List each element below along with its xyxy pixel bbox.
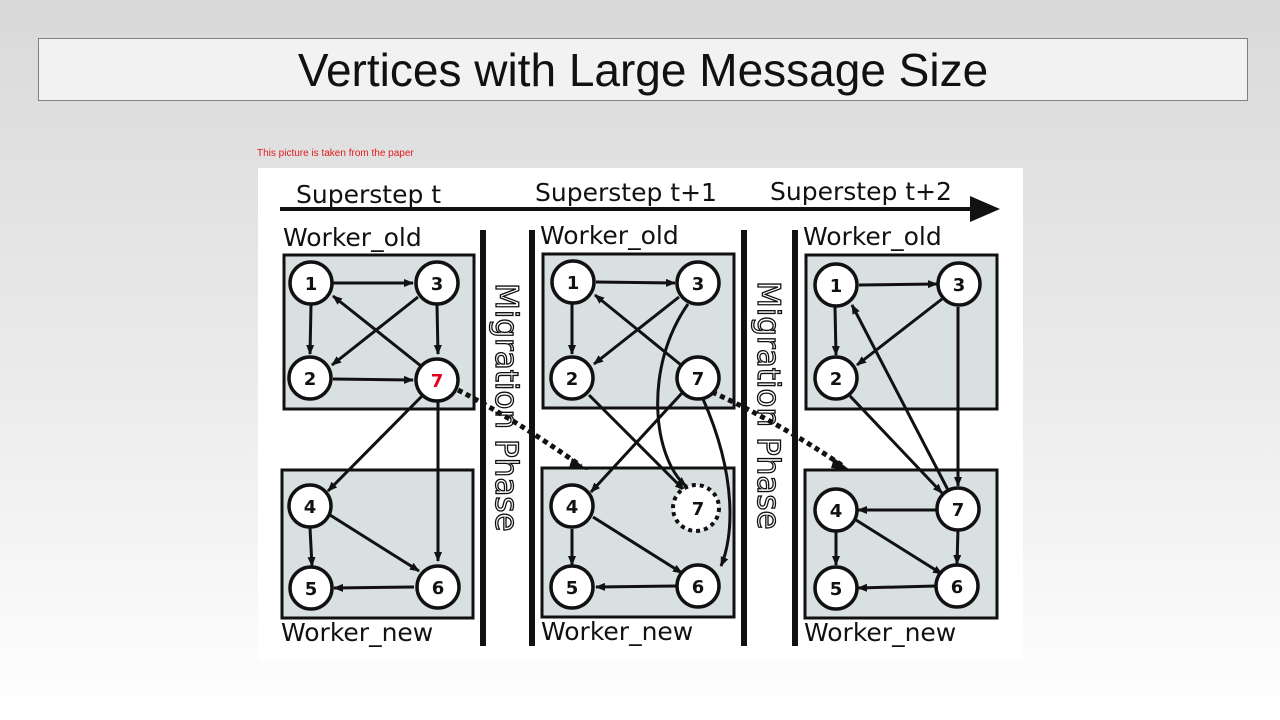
vertex-label: 4 xyxy=(566,497,579,518)
vertex-label: 2 xyxy=(304,369,317,390)
vertex-6-t2: 6 xyxy=(934,563,980,609)
vertex-label: 4 xyxy=(830,501,843,522)
superstep-label-t2: Superstep t+2 xyxy=(770,177,952,206)
vertex-2-t1: 2 xyxy=(549,355,595,401)
source-note: This picture is taken from the paper xyxy=(257,148,414,159)
vertex-label: 6 xyxy=(692,577,705,598)
migration-arrowhead-2 xyxy=(831,458,850,470)
vertex-1-t1: 1 xyxy=(550,259,596,305)
vertex-label: 5 xyxy=(305,579,318,600)
superstep-label-t1: Superstep t+1 xyxy=(535,178,717,207)
superstep-label-t: Superstep t xyxy=(296,180,441,209)
vertex-4-t: 4 xyxy=(287,483,333,529)
vertex-label: 3 xyxy=(692,274,705,295)
worker-old-label-3: Worker_old xyxy=(803,222,942,251)
vertex-6-t: 6 xyxy=(415,564,461,610)
vertex-label: 3 xyxy=(953,275,966,296)
migration-diagram: Superstep t Superstep t+1 Superstep t+2 … xyxy=(258,168,1023,660)
migration-arrow-2 xyxy=(710,389,845,469)
title-box: Vertices with Large Message Size xyxy=(38,38,1248,101)
vertex-7-t1: 7 xyxy=(675,355,721,401)
vertex-label: 5 xyxy=(830,579,843,600)
vertex-5-t: 5 xyxy=(288,565,334,611)
worker-new-label-3: Worker_new xyxy=(804,618,956,647)
vertex-label: 2 xyxy=(566,369,579,390)
vertex-label: 4 xyxy=(304,497,317,518)
vertex-label: 7 xyxy=(692,499,705,520)
vertex-label: 1 xyxy=(567,273,580,294)
worker-old-label-2: Worker_old xyxy=(540,221,679,250)
vertex-6-t1: 6 xyxy=(675,563,721,609)
timeline-arrowhead xyxy=(970,196,1000,222)
vertex-label: 1 xyxy=(305,274,318,295)
slide-title: Vertices with Large Message Size xyxy=(297,43,989,96)
vertex-2-t2: 2 xyxy=(813,355,859,401)
vertex-7-placeholder-t1: 7 xyxy=(671,483,721,533)
vertex-2-t: 2 xyxy=(287,355,333,401)
migration-diagram-svg: Superstep t Superstep t+1 Superstep t+2 … xyxy=(280,177,1000,647)
vertex-label: 7 xyxy=(952,500,965,521)
vertex-5-t2: 5 xyxy=(813,565,859,611)
worker-old-label-1: Worker_old xyxy=(283,223,422,252)
vertex-3-t1: 3 xyxy=(675,260,721,306)
vertex-4-t2: 4 xyxy=(813,487,859,533)
vertex-7-t2: 7 xyxy=(935,486,981,532)
vertex-label: 3 xyxy=(431,274,444,295)
migration-arrowhead-1 xyxy=(569,458,588,470)
worker-new-label-2: Worker_new xyxy=(541,617,693,646)
vertex-3-t2: 3 xyxy=(936,261,982,307)
vertex-1-t: 1 xyxy=(288,260,334,306)
vertex-4-t1: 4 xyxy=(549,483,595,529)
migration-arrow-1 xyxy=(456,387,583,469)
vertex-label: 7 xyxy=(692,369,705,390)
edges-superstep-t xyxy=(306,279,442,592)
vertex-3-t: 3 xyxy=(414,260,460,306)
vertex-label: 1 xyxy=(830,276,843,297)
vertex-label: 5 xyxy=(566,578,579,599)
vertex-7-t-highlighted: 7 xyxy=(414,357,460,403)
vertex-label: 6 xyxy=(432,578,445,599)
migration-phase-label-1: Migration Phase xyxy=(488,283,524,532)
vertex-label: 6 xyxy=(951,577,964,598)
vertex-label: 7 xyxy=(431,371,444,392)
worker-new-label-1: Worker_new xyxy=(281,618,433,647)
edges-superstep-t2 xyxy=(831,280,962,592)
vertex-5-t1: 5 xyxy=(549,564,595,610)
vertex-1-t2: 1 xyxy=(813,262,859,308)
edges-superstep-t1 xyxy=(568,278,732,591)
migration-phase-label-2: Migration Phase xyxy=(750,281,786,530)
vertex-label: 2 xyxy=(830,369,843,390)
